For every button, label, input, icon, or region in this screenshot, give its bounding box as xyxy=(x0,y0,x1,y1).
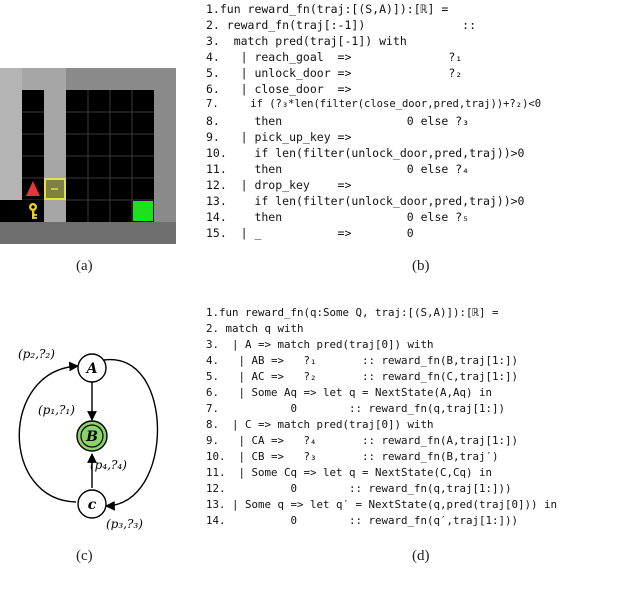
code-b-line-9: 9. | pick_up_key => xyxy=(206,130,352,144)
edge-label-ab: (p₁,?₁) xyxy=(38,403,75,417)
edge-label-cb: (p₄,?₄) xyxy=(90,458,127,472)
key-icon xyxy=(29,203,37,219)
bottom-wall xyxy=(0,222,176,244)
node-a xyxy=(77,353,107,383)
node-b-inner xyxy=(80,424,104,448)
right-room-cells xyxy=(66,90,154,222)
code-d-line-5: 5. | AC => ?₂ :: reward_fn(C,traj[1:]) xyxy=(206,370,519,383)
panel-label-d: (d) xyxy=(412,548,430,564)
code-b-line-10: 10. if len(filter(unlock_door,pred,traj)… xyxy=(206,146,525,160)
node-a-label: A xyxy=(85,361,98,377)
edge-label-ac: (p₃,?₃) xyxy=(106,517,143,530)
code-d-line-14: 14. 0 :: reward_fn(q′,traj[1:])) xyxy=(206,514,519,527)
agent-icon xyxy=(26,181,40,196)
code-d-line-7: 7. 0 :: reward_fn(q,traj[1:]) xyxy=(206,402,506,415)
code-d-line-3: 3. | A => match pred(traj[0]) with xyxy=(206,338,434,351)
code-d-line-8: 8. | C => match pred(traj[0]) with xyxy=(206,418,434,431)
code-b-line-2: 2. reward_fn(traj[:-1]) :: xyxy=(206,18,477,32)
reward-machine-diagram: A B c (p₂,?₂) (p₁,?₁) (p₄,?₄) (p₃,?₃) xyxy=(18,347,159,530)
code-b-line-7: 7. if (?₃*len(filter(close_door,pred,tra… xyxy=(206,98,542,110)
goal-icon xyxy=(133,201,153,221)
code-d-line-4: 4. | AB => ?₁ :: reward_fn(B,traj[1:]) xyxy=(206,354,519,367)
code-b-line-4: 4. | reach_goal => ?₁ xyxy=(206,50,463,64)
edge-a-to-c xyxy=(103,359,159,511)
gridworld-image xyxy=(0,68,176,244)
code-d-line-2: 2. match q with xyxy=(206,322,304,335)
code-d-line-9: 9. | CA => ?₄ :: reward_fn(A,traj[1:]) xyxy=(206,434,519,447)
node-b-label: B xyxy=(85,429,98,445)
node-c xyxy=(77,489,107,519)
node-c-label: c xyxy=(88,497,97,513)
code-d-line-13: 13. | Some q => let q′ = NextState(q,pre… xyxy=(206,498,558,511)
edge-c-to-a xyxy=(18,361,79,503)
code-b-line-12: 12. | drop_key => xyxy=(206,178,352,192)
panel-label-c: (c) xyxy=(76,548,93,564)
edge-label-ca: (p₂,?₂) xyxy=(18,347,55,361)
code-b-line-6: 6. | close_door => xyxy=(206,82,352,96)
code-d-line-12: 12. 0 :: reward_fn(q,traj[1:])) xyxy=(206,482,512,495)
code-b-line-15: 15. | _ => 0 xyxy=(206,226,414,240)
code-b-line-3: 3. match pred(traj[-1]) with xyxy=(206,34,407,48)
code-d-line-1: 1.fun reward_fn(q:Some Q, traj:[(S,A)]):… xyxy=(206,306,499,319)
code-b-line-5: 5. | unlock_door => ?₂ xyxy=(206,66,463,80)
code-d-line-10: 10. | CB => ?₃ :: reward_fn(B,traj′) xyxy=(206,450,499,463)
code-d-line-11: 11. | Some Cq => let q = NextState(C,Cq)… xyxy=(206,466,493,479)
code-d-line-6: 6. | Some Aq => let q = NextState(A,Aq) … xyxy=(206,386,493,399)
code-b-line-14: 14. then 0 else ?₅ xyxy=(206,210,470,224)
panel-label-b: (b) xyxy=(412,258,430,274)
code-b-line-13: 13. if len(filter(unlock_door,pred,traj)… xyxy=(206,194,525,208)
code-b-line-8: 8. then 0 else ?₃ xyxy=(206,114,470,128)
code-b-line-1: 1.fun reward_fn(traj:[(S,A)]):[ℝ] = xyxy=(206,2,449,16)
panel-label-a: (a) xyxy=(76,258,93,274)
code-b-line-11: 11. then 0 else ?₄ xyxy=(206,162,470,176)
